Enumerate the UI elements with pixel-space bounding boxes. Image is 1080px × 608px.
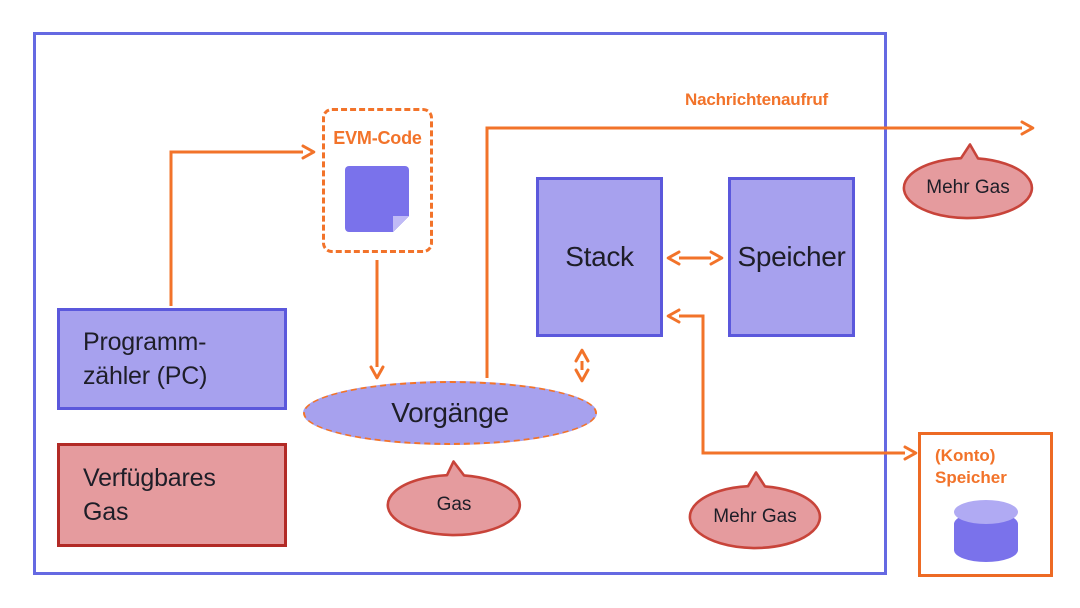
operations-label: Vorgänge — [391, 397, 509, 428]
more-gas-right-label: Mehr Gas — [926, 176, 1010, 198]
document-note-icon — [345, 166, 409, 232]
speech-bubble-shape — [386, 460, 522, 537]
program-counter-label-line1: Programm- — [83, 328, 207, 356]
account-storage-node: (Konto) Speicher — [918, 432, 1053, 577]
account-storage-label-line1: (Konto) — [935, 446, 996, 465]
program-counter-node: Programm- zähler (PC) — [57, 308, 287, 410]
evm-code-node: EVM-Code — [322, 108, 433, 253]
evm-code-label: EVM-Code — [333, 128, 422, 148]
stack-label: Stack — [565, 241, 634, 272]
stack-node: Stack — [536, 177, 663, 337]
gas-bubble-label: Gas — [436, 494, 472, 515]
available-gas-node: Verfügbares Gas — [57, 443, 287, 547]
memory-node: Speicher — [728, 177, 855, 337]
program-counter-label-line2: zähler (PC) — [83, 362, 208, 390]
speech-bubble-shape — [688, 471, 822, 550]
speech-bubble-shape — [902, 143, 1034, 220]
database-cylinder-icon — [954, 500, 1018, 562]
message-call-label: Nachrichtenaufruf — [685, 90, 829, 109]
available-gas-label-line2: Gas — [83, 498, 129, 526]
more-gas-right-speech-bubble: Mehr Gas — [901, 140, 1035, 221]
account-storage-label-line2: Speicher — [935, 468, 1007, 487]
memory-label: Speicher — [737, 241, 846, 272]
available-gas-label-line1: Verfügbares — [83, 464, 216, 492]
more-gas-bottom-speech-bubble: Mehr Gas — [687, 468, 823, 552]
operations-node: Vorgänge — [303, 381, 597, 445]
gas-speech-bubble: Gas — [385, 458, 523, 540]
more-gas-bottom-label: Mehr Gas — [713, 506, 797, 527]
